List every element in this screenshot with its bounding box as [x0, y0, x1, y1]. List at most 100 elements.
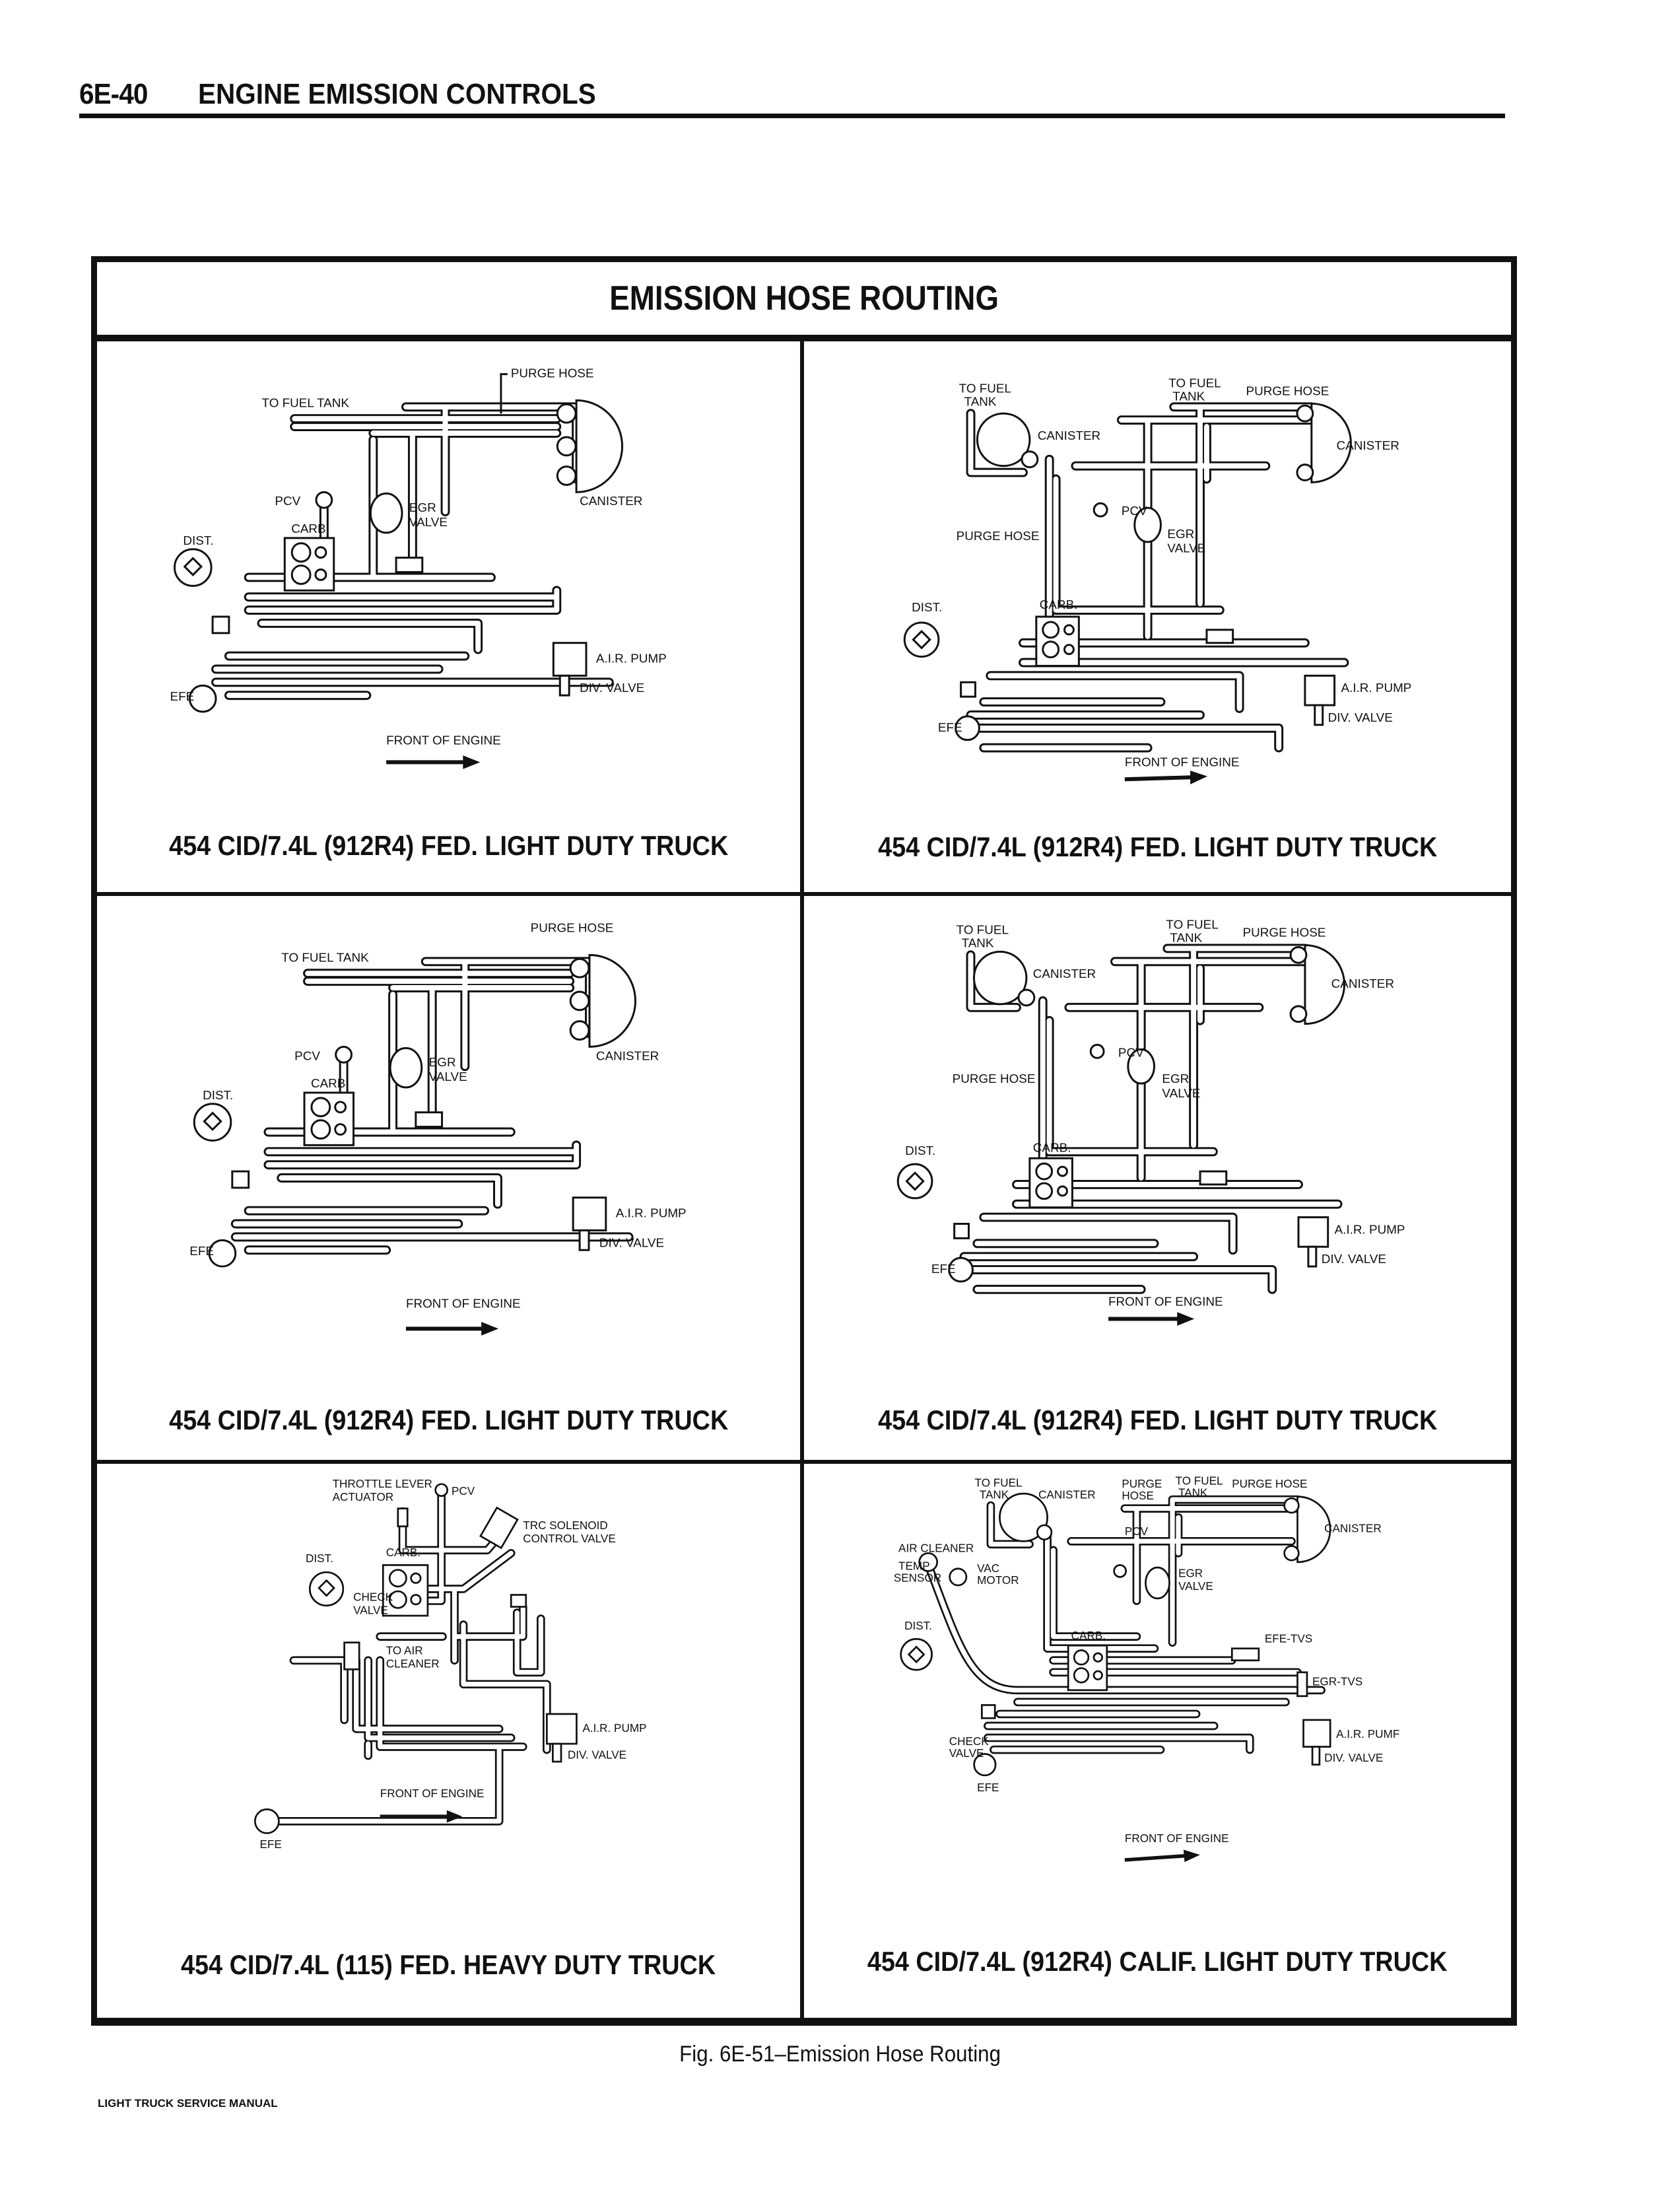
distributor-icon: [903, 621, 940, 658]
panel-caption: 454 CID/7.4L (912R4) FED. LIGHT DUTY TRU…: [877, 831, 1438, 862]
front-of-engine-arrow: [1124, 771, 1208, 784]
label-canister-right: CANISTER: [1324, 1522, 1382, 1535]
hose-routing-diagram-2: TO FUEL TANK CANISTER TO FUEL TANK PURGE…: [903, 376, 1411, 784]
diagram-panel-2: TO FUEL TANK CANISTER TO FUEL TANK PURGE…: [804, 341, 1511, 896]
distributor-icon: [896, 1163, 933, 1200]
hose-routing-diagram-1: PURGE HOSE TO FUEL TANK CANISTER PCV EGR…: [170, 366, 667, 769]
label-egr-2: VALVE: [409, 515, 448, 529]
label-canister-left: CANISTER: [1038, 429, 1100, 442]
label-air-pump: A.I.R. PUMP: [596, 652, 667, 666]
pcv-valve-icon: [335, 1045, 353, 1064]
label-purge-hose: PURGE HOSE: [511, 366, 594, 380]
check-valve-icon: [343, 1641, 360, 1670]
vac-motor-icon: [949, 1567, 968, 1587]
label-carb: CARB.: [1071, 1629, 1106, 1642]
trc-solenoid-icon: [479, 1506, 519, 1550]
label-efe: EFE: [189, 1244, 214, 1258]
label-efe: EFE: [260, 1838, 282, 1851]
page-header: 6E-40 ENGINE EMISSION CONTROLS: [79, 78, 1505, 118]
label-div-valve: DIV. VALVE: [1328, 710, 1393, 724]
label-to-fuel-tank: TO FUEL TANK: [281, 950, 369, 964]
diagram-panel-6: TO FUEL TANK CANISTER PURGE HOSE TO FUEL…: [804, 1464, 1511, 2018]
label-pcv: PCV: [1125, 1525, 1149, 1538]
pcv-valve-icon: [315, 491, 333, 509]
label-dist: DIST.: [183, 533, 213, 547]
label-egr-1: EGR: [429, 1055, 456, 1069]
efe-icon: [208, 1239, 237, 1268]
label-to-fuel-tank-left-1: TO FUEL: [957, 923, 1009, 937]
label-pcv: PCV: [294, 1049, 320, 1062]
carburetor-icon: [382, 1564, 429, 1617]
label-div-valve: DIV. VALVE: [599, 1235, 664, 1249]
label-purge-hose-right: PURGE HOSE: [1243, 926, 1326, 940]
front-of-engine-arrow: [386, 755, 481, 769]
distributor-icon: [173, 548, 213, 587]
label-purge-hose-left: PURGE HOSE: [957, 529, 1040, 543]
front-of-engine-arrow: [380, 1810, 463, 1823]
label-efe: EFE: [931, 1262, 956, 1276]
fitting-icon: [1205, 629, 1234, 644]
label-div-valve: DIV. VALVE: [568, 1748, 626, 1762]
label-to-fuel-tank-right-1: TO FUEL: [1176, 1474, 1223, 1488]
panel-caption: 454 CID/7.4L (912R4) CALIF. LIGHT DUTY T…: [867, 1946, 1448, 1977]
junction-block-icon: [953, 1223, 970, 1239]
canister-right-icon: [1296, 402, 1352, 483]
diagram-panel-1: PURGE HOSE TO FUEL TANK CANISTER PCV EGR…: [97, 341, 804, 896]
fitting-icon: [1199, 1170, 1228, 1186]
label-trc-1: TRC SOLENOID: [523, 1519, 607, 1532]
label-efe-tvs: EFE-TVS: [1265, 1632, 1312, 1645]
manual-footer: LIGHT TRUCK SERVICE MANUAL: [98, 2097, 278, 2110]
label-egr-1: EGR: [1167, 527, 1194, 541]
label-egr-2: VALVE: [429, 1070, 467, 1084]
label-to-fuel-tank-right-2: TANK: [1170, 931, 1202, 945]
label-pcv: PCV: [275, 494, 300, 508]
egr-tvs-icon: [1296, 1671, 1308, 1698]
egr-valve-icon: [1133, 506, 1162, 543]
egr-valve-icon: [369, 492, 403, 534]
page-number: 6E-40: [79, 78, 148, 110]
pcv-valve-icon: [1089, 1043, 1105, 1059]
label-purge-hose-right: PURGE HOSE: [1232, 1477, 1307, 1490]
label-air-pump: A.I.R. PUMP: [1335, 1222, 1405, 1236]
carburetor-icon: [1067, 1644, 1108, 1692]
label-efe: EFE: [938, 720, 962, 734]
air-pump-icon: [546, 1713, 578, 1745]
label-to-fuel-tank-right-2: TANK: [1178, 1486, 1208, 1499]
label-pcv: PCV: [452, 1484, 475, 1497]
label-purge-hose-left-1: PURGE: [1122, 1477, 1162, 1490]
label-to-fuel-tank-right-1: TO FUEL: [1166, 918, 1218, 932]
efe-icon: [955, 715, 980, 741]
hose-network: [966, 402, 1349, 753]
diagram-panel-5: THROTTLE LEVER ACTUATOR PCV TRC SOLENOID…: [97, 1464, 804, 2018]
label-div-valve: DIV. VALVE: [1324, 1751, 1383, 1764]
hose-routing-diagram-6: TO FUEL TANK CANISTER PURGE HOSE TO FUEL…: [894, 1474, 1399, 1863]
carburetor-icon: [303, 1091, 355, 1146]
fitting-icon: [510, 1594, 527, 1608]
label-air-pump: A.I.R. PUMP: [616, 1206, 687, 1220]
diverter-valve-icon: [578, 1229, 590, 1251]
pcv-valve-icon: [1113, 1564, 1127, 1578]
panel-caption: 454 CID/7.4L (912R4) FED. LIGHT DUTY TRU…: [168, 830, 729, 861]
figure-title-bar: EMISSION HOSE ROUTING: [97, 262, 1511, 341]
front-of-engine-label: FRONT OF ENGINE: [1125, 1832, 1229, 1845]
label-to-fuel-tank-left-1: TO FUEL: [975, 1476, 1023, 1489]
label-temp-sensor-2: SENSOR: [894, 1571, 941, 1585]
efe-icon: [188, 684, 217, 713]
canister-left-icon: [976, 412, 1039, 469]
panel-caption: 454 CID/7.4L (115) FED. HEAVY DUTY TRUCK: [181, 1949, 716, 1980]
label-canister: CANISTER: [596, 1049, 659, 1062]
efe-tvs-icon: [1230, 1647, 1260, 1662]
throttle-lever-actuator-icon: [397, 1507, 409, 1528]
hose-network: [924, 1495, 1326, 1754]
label-carb: CARB.: [1040, 598, 1078, 611]
panel-caption: 454 CID/7.4L (912R4) FED. LIGHT DUTY TRU…: [168, 1404, 729, 1435]
label-air-cleaner: AIR CLEANER: [898, 1542, 974, 1555]
label-vac-motor-2: MOTOR: [977, 1573, 1019, 1587]
label-egr-2: VALVE: [1167, 541, 1205, 555]
air-pump-icon: [1297, 1216, 1329, 1248]
label-check-valve-1: CHECK: [353, 1590, 393, 1603]
canister-icon: [569, 953, 636, 1048]
label-egr-1: EGR: [1178, 1566, 1203, 1579]
label-trc-2: CONTROL VALVE: [523, 1532, 616, 1545]
junction-block-icon: [211, 615, 230, 635]
